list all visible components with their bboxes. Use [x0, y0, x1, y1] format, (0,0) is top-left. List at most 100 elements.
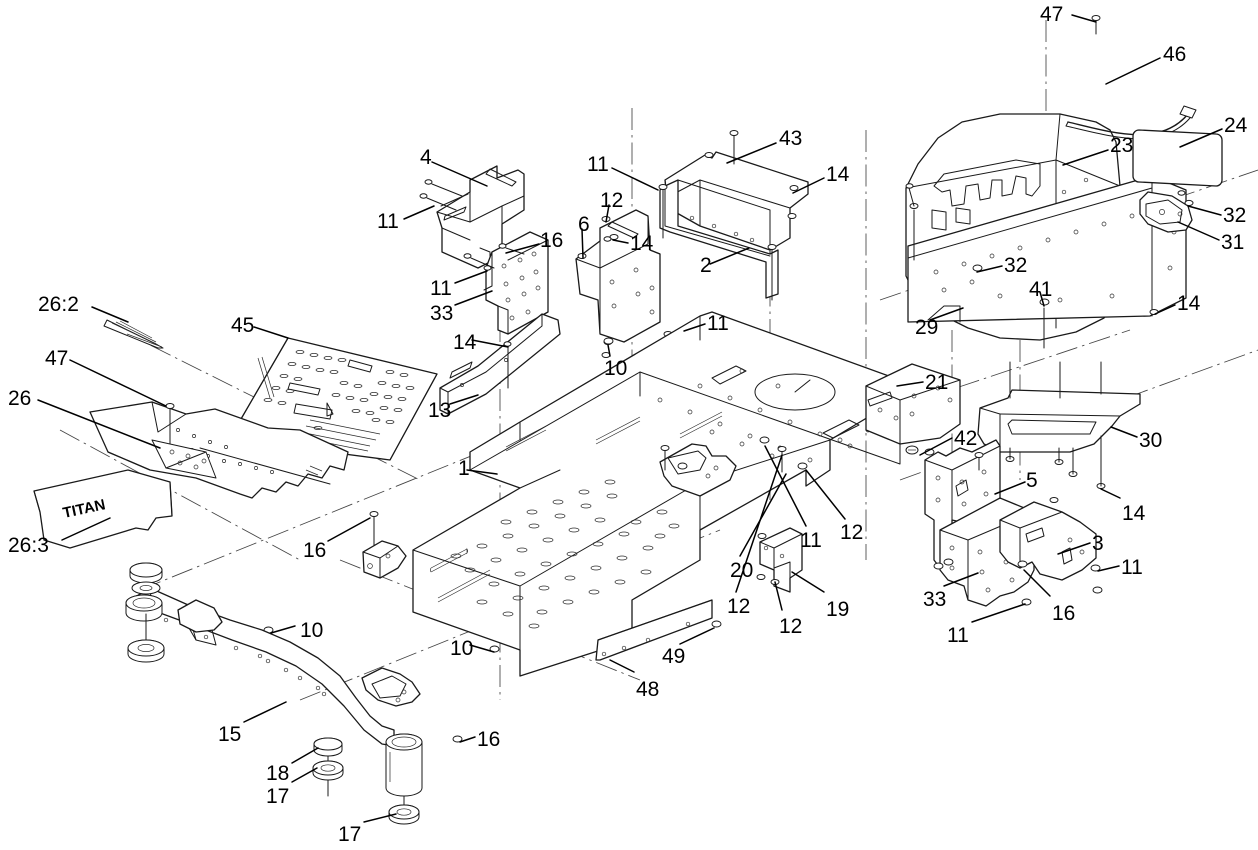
leader-line-20 — [739, 473, 787, 557]
callout-number-16: 16 — [1052, 602, 1076, 625]
callout-number-11: 11 — [707, 312, 729, 335]
leader-line-47 — [69, 359, 167, 407]
callout-number-46: 46 — [1163, 43, 1187, 66]
callout-number-14: 14 — [630, 232, 654, 255]
part-17-18-caster-left — [125, 562, 165, 663]
callout-number-30: 30 — [1139, 429, 1163, 452]
part-12-fasteners-plate20 — [660, 445, 688, 471]
callout-number-48: 48 — [636, 678, 660, 701]
leader-line-14 — [1100, 488, 1121, 499]
leader-line-11 — [454, 270, 488, 284]
callout-number-24: 24 — [1224, 114, 1248, 137]
leader-line-5 — [994, 481, 1026, 495]
leader-line-21 — [896, 381, 924, 387]
part-48-brace-strip — [595, 599, 713, 661]
leader-line-2 — [709, 247, 750, 265]
callout-number-20: 20 — [730, 559, 754, 582]
leader-line-16 — [505, 243, 540, 254]
part-16-screws-plate33 — [463, 243, 525, 271]
callout-number-6: 6 — [578, 213, 590, 236]
callout-number-2: 2 — [700, 254, 712, 277]
part-47-screw-right — [1091, 15, 1101, 35]
callout-number-18: 18 — [266, 762, 290, 785]
callout-number-12: 12 — [600, 189, 624, 212]
leader-line-10 — [607, 344, 611, 357]
part-30-step-panel — [977, 389, 1141, 453]
leader-line-17 — [291, 767, 318, 783]
callout-number-4: 4 — [420, 146, 432, 169]
part-26-2-strip-decal — [103, 319, 164, 349]
leader-line-11 — [611, 167, 659, 191]
callout-number-47: 47 — [1040, 3, 1064, 26]
part-20-shaped-plate — [659, 443, 737, 497]
callout-number-26-2: 26:2 — [38, 293, 79, 316]
callout-number-3: 3 — [1092, 532, 1104, 555]
leader-line-23 — [1062, 149, 1109, 166]
part-49-screw — [711, 620, 722, 628]
callout-number-13: 13 — [428, 399, 452, 422]
leader-line-3 — [1057, 542, 1091, 555]
leader-line-48 — [609, 659, 635, 673]
callout-number-17: 17 — [266, 785, 290, 808]
leader-line-15 — [243, 701, 287, 723]
leader-line-16 — [1023, 569, 1051, 597]
leader-line-43 — [726, 142, 777, 164]
callout-number-21: 21 — [925, 371, 949, 394]
leader-line-17 — [363, 813, 397, 823]
part-16-screw-axle — [452, 735, 463, 743]
part-13-long-bracket — [439, 313, 561, 415]
part-11-screws-bracket4 — [419, 179, 463, 211]
leader-line-16 — [327, 517, 371, 542]
leader-line-11 — [764, 445, 807, 527]
leader-line-11 — [403, 205, 435, 220]
callout-number-33: 33 — [923, 588, 947, 611]
part-26-left-cover — [89, 401, 349, 499]
callout-number-29: 29 — [915, 316, 939, 339]
leader-line-30 — [1110, 426, 1138, 438]
callout-number-17: 17 — [338, 823, 362, 846]
callout-number-26-3: 26:3 — [8, 534, 49, 557]
leader-line-12 — [735, 454, 783, 593]
leader-line-12 — [605, 204, 610, 223]
leader-line-12 — [774, 581, 783, 611]
leader-line-31 — [1177, 221, 1220, 241]
callout-number-49: 49 — [662, 645, 686, 668]
leader-line-14 — [612, 239, 629, 244]
leader-line-24 — [1179, 128, 1223, 148]
callout-number-42: 42 — [954, 427, 978, 450]
part-6-side-panel — [575, 209, 661, 343]
callout-number-11: 11 — [587, 153, 609, 176]
callout-number-41: 41 — [1029, 278, 1053, 301]
leader-line-29 — [929, 307, 964, 321]
callout-number-12: 12 — [727, 595, 751, 618]
part-47-screw-left — [165, 403, 175, 449]
leader-line-42 — [919, 437, 953, 456]
callout-number-19: 19 — [826, 598, 850, 621]
leader-line-26-3 — [61, 517, 111, 541]
callout-number-11: 11 — [1121, 556, 1143, 579]
leader-line-11 — [1097, 565, 1120, 572]
callout-number-23: 23 — [1110, 134, 1134, 157]
callout-number-16: 16 — [303, 539, 327, 562]
part-12-fasteners-bracket19 — [756, 533, 780, 585]
callout-number-11: 11 — [430, 277, 452, 300]
callout-number-11: 11 — [947, 624, 969, 647]
callout-number-10: 10 — [450, 637, 474, 660]
callout-number-10: 10 — [604, 357, 628, 380]
callout-number-45: 45 — [231, 314, 255, 337]
callout-number-12: 12 — [840, 521, 864, 544]
leader-line-18 — [291, 747, 319, 764]
callout-number-47: 47 — [45, 347, 69, 370]
part-42-fastener — [905, 445, 919, 455]
part-14-screws-step30 — [1005, 361, 1106, 489]
part-caster-right-spindle — [385, 733, 423, 825]
callout-number-43: 43 — [779, 127, 803, 150]
leader-line-10 — [270, 625, 296, 634]
leader-line-26 — [37, 399, 161, 449]
leader-line-4 — [431, 161, 488, 187]
leader-line-13 — [449, 394, 479, 405]
leader-line-14 — [471, 339, 509, 348]
callout-number-16: 16 — [477, 728, 501, 751]
callout-number-26: 26 — [8, 387, 32, 410]
